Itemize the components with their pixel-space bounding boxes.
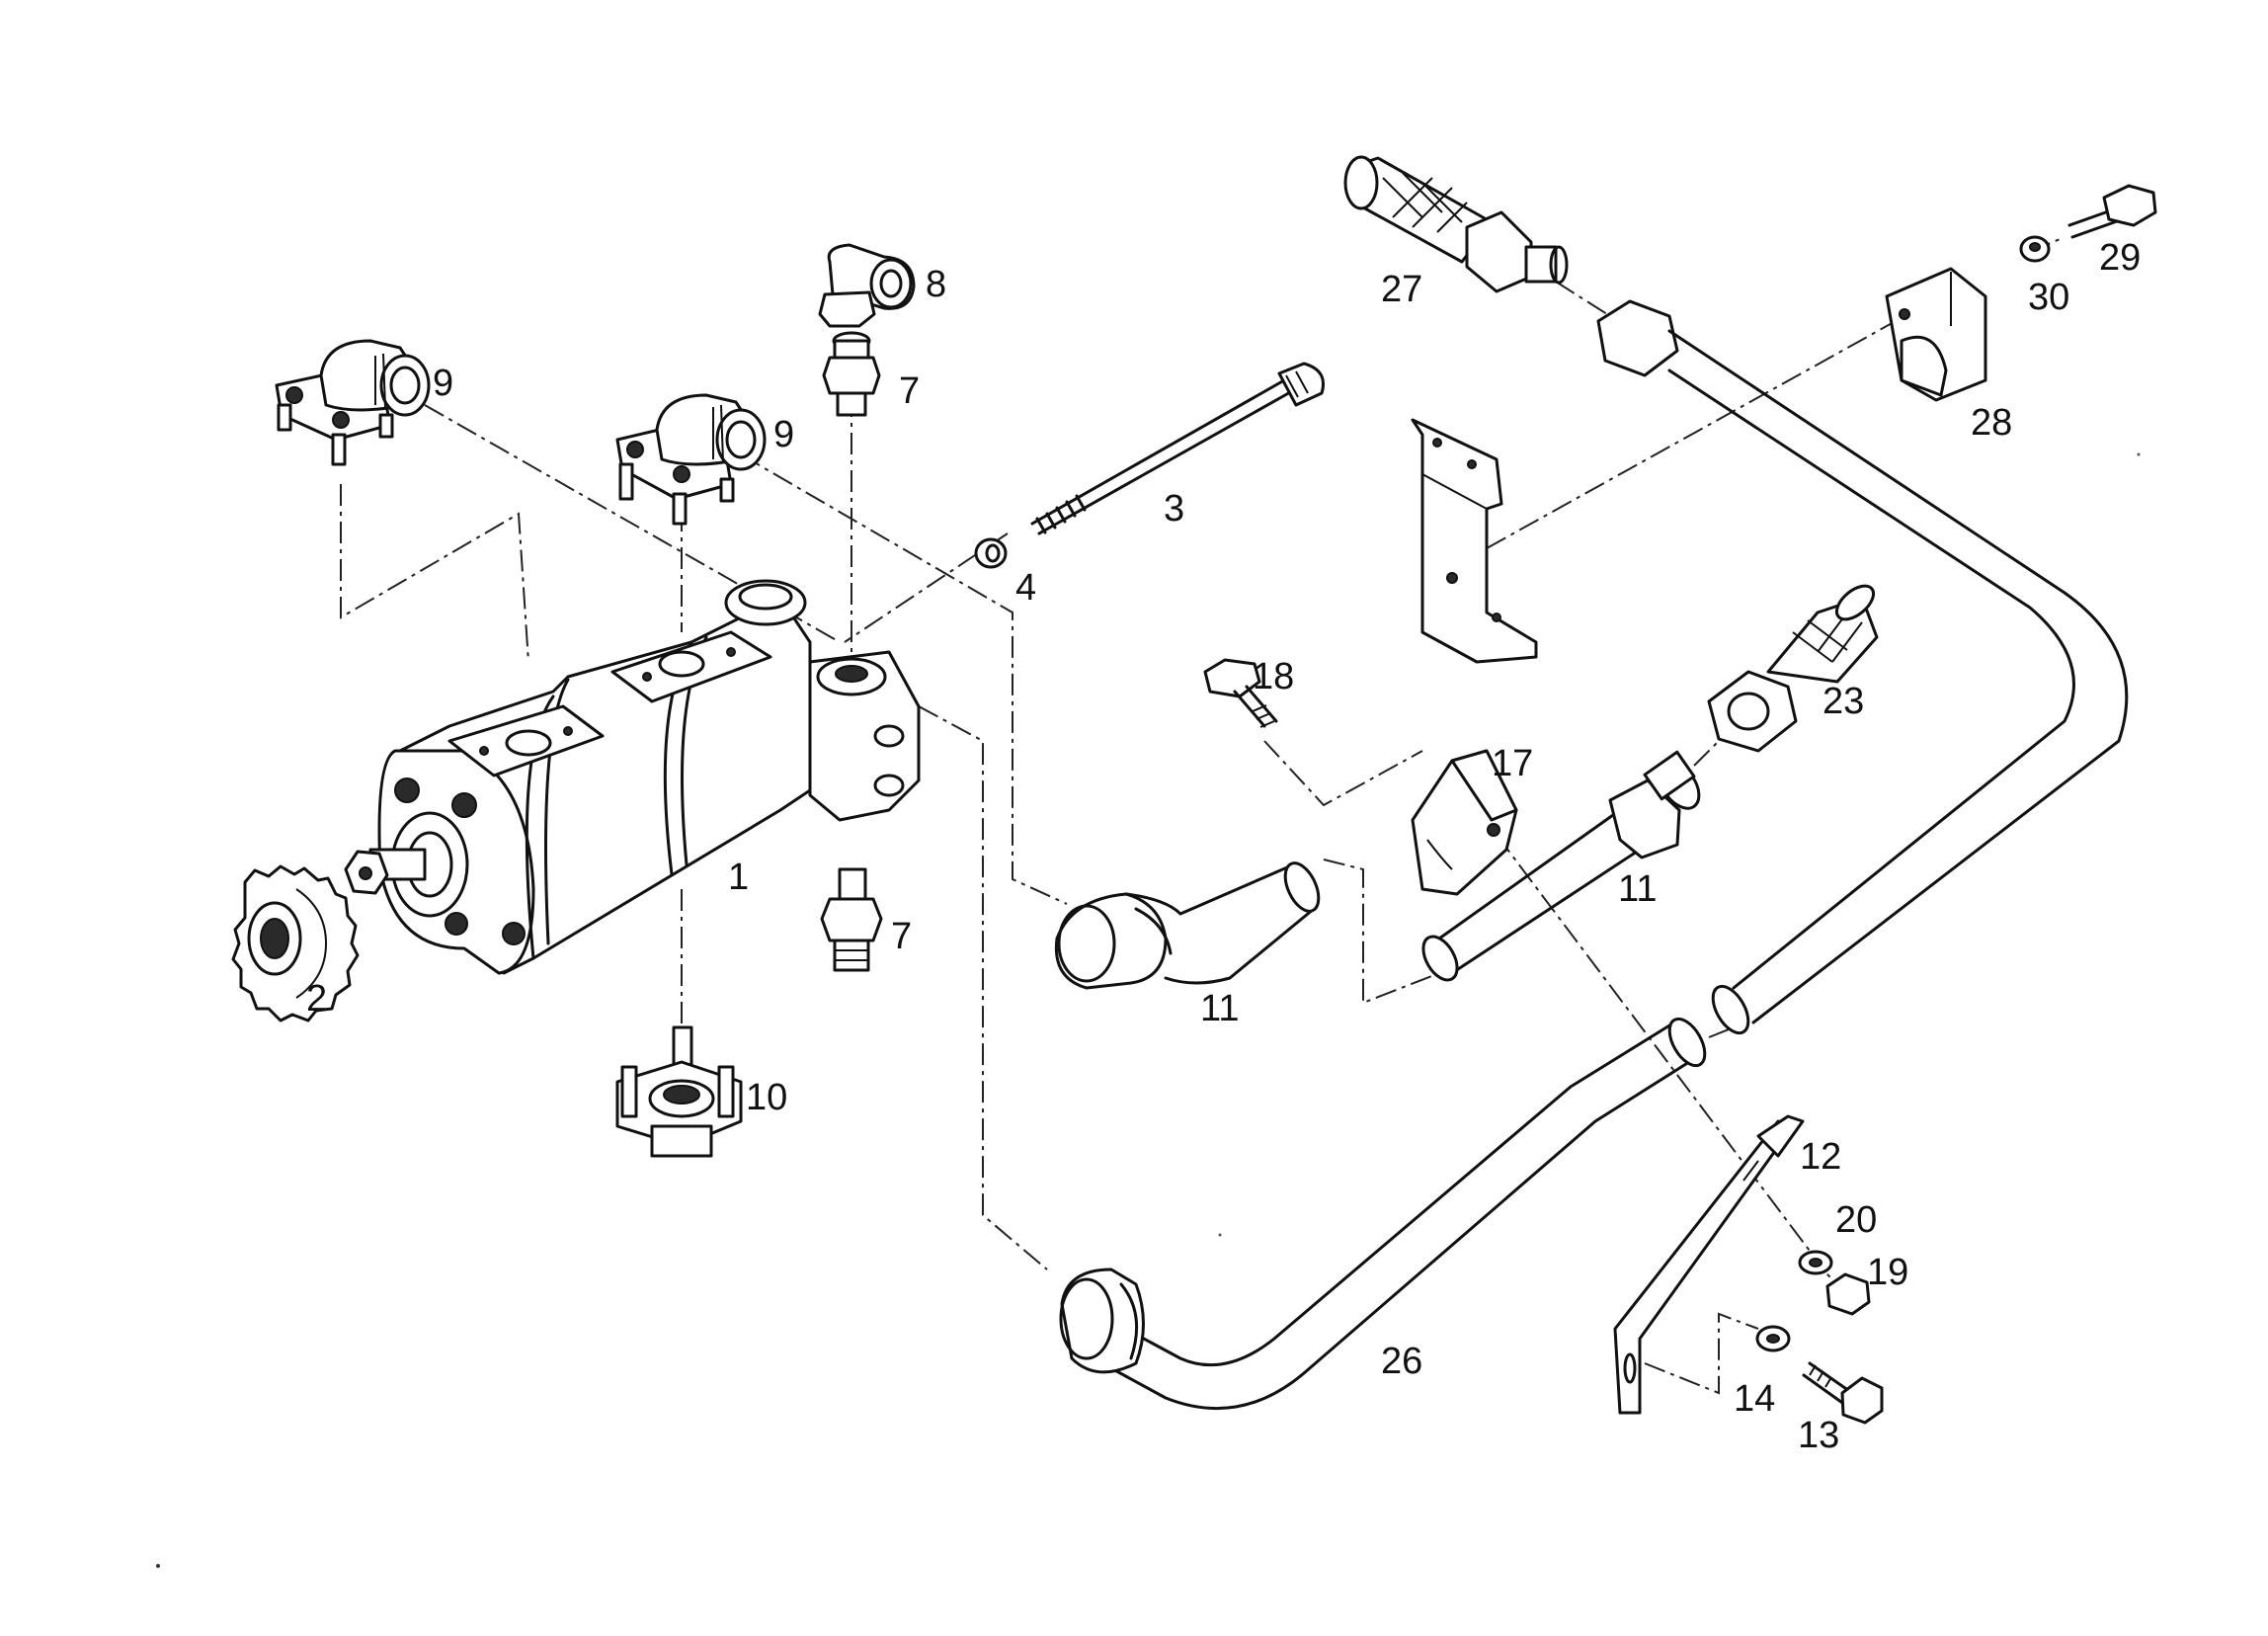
washer-part-4 <box>974 537 1008 569</box>
assembly-leader-lines <box>340 236 2066 1395</box>
callout-labels: 1 2 3 4 7 7 8 9 9 10 11 11 12 13 14 17 1… <box>306 237 2141 1456</box>
callout-29: 29 <box>2099 237 2141 279</box>
bolt-part-3 <box>1030 362 1325 535</box>
bolt-part-13 <box>1802 1361 1884 1425</box>
bolt-part-29 <box>2067 184 2157 239</box>
callout-9-right: 9 <box>773 414 794 455</box>
callout-23: 23 <box>1822 681 1864 722</box>
callout-8: 8 <box>926 264 946 305</box>
clamp-part-17 <box>1411 749 1518 896</box>
flange-elbow-part-9-left <box>275 339 431 466</box>
bolt-part-18 <box>1203 658 1278 728</box>
callout-3: 3 <box>1164 488 1184 530</box>
callout-9-left: 9 <box>433 363 453 404</box>
callout-27: 27 <box>1381 269 1422 310</box>
flange-part-10 <box>615 1025 743 1158</box>
clamp-block-part-28 <box>1885 267 1987 402</box>
callout-17: 17 <box>1492 743 1533 784</box>
callout-12: 12 <box>1800 1136 1841 1178</box>
callout-19: 19 <box>1867 1252 1908 1293</box>
pipe-part-26 <box>1059 299 2129 1411</box>
callout-11-left: 11 <box>1200 988 1239 1029</box>
callout-14: 14 <box>1734 1378 1775 1420</box>
callout-20: 20 <box>1835 1199 1877 1241</box>
callout-26: 26 <box>1381 1341 1422 1382</box>
callout-1: 1 <box>728 857 749 898</box>
callout-30: 30 <box>2028 277 2069 318</box>
straight-fitting-part-7-top <box>822 331 881 417</box>
hose-fitting-part-23 <box>1707 584 1879 753</box>
flange-elbow-part-9-right <box>615 393 767 526</box>
elbow-fitting-part-8 <box>818 243 916 328</box>
pipe-part-11-left <box>1054 861 1321 990</box>
hose-fitting-part-27 <box>1343 155 1569 293</box>
callout-18: 18 <box>1253 656 1294 697</box>
callout-13: 13 <box>1798 1415 1839 1456</box>
washer-part-30 <box>2019 235 2051 263</box>
pipe-part-11-right <box>1421 750 1701 982</box>
callout-4: 4 <box>1015 567 1036 609</box>
callout-10: 10 <box>746 1077 787 1118</box>
support-bracket <box>1411 418 1538 664</box>
scan-specks <box>156 452 2141 1568</box>
bracket-part-12 <box>1613 1114 1805 1415</box>
washer-part-14 <box>1755 1325 1791 1352</box>
washer-part-20 <box>1798 1250 1833 1275</box>
callout-11-right: 11 <box>1618 868 1657 910</box>
hydraulic-pump-part-1 <box>344 579 921 975</box>
callout-7-bottom: 7 <box>891 916 912 957</box>
gear-part-2 <box>231 864 360 1022</box>
nut-part-19 <box>1825 1272 1871 1316</box>
straight-fitting-part-7-bottom <box>820 867 883 972</box>
callout-7-top: 7 <box>899 370 920 412</box>
callout-28: 28 <box>1971 402 2012 444</box>
callout-2: 2 <box>306 978 327 1020</box>
